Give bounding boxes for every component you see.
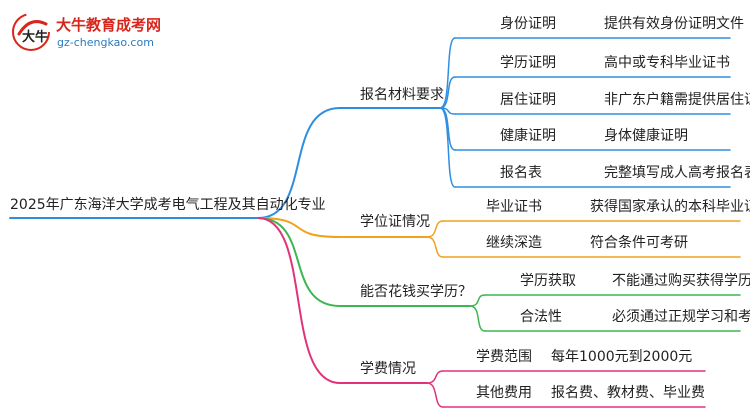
branch-label: 学位证情况 — [360, 214, 430, 230]
branch-label: 学费情况 — [360, 361, 416, 377]
item-detail: 报名费、教材费、毕业费 — [551, 385, 705, 401]
item-label: 身份证明 — [500, 16, 556, 32]
item-connector — [469, 305, 486, 332]
branch-label: 能否花钱买学历？ — [360, 284, 472, 300]
item-label: 继续深造 — [486, 235, 542, 251]
branch-connector — [257, 217, 341, 238]
item-label: 其他费用 — [476, 385, 532, 401]
branch-label: 报名材料要求 — [360, 87, 444, 103]
item-label: 学历证明 — [500, 55, 556, 71]
item-detail: 高中或专科毕业证书 — [604, 55, 730, 71]
item-connector — [426, 236, 444, 258]
item-detail: 身体健康证明 — [604, 128, 688, 144]
item-label: 报名表 — [500, 165, 542, 181]
branch-connector — [257, 217, 341, 384]
item-connector — [426, 382, 444, 408]
logo-mark-text: 大牛 — [22, 29, 48, 45]
item-connector — [439, 107, 456, 188]
item-detail: 提供有效身份证明文件 — [604, 16, 744, 32]
mindmap-root: 2025年广东海洋大学成考电气工程及其自动化专业 — [10, 197, 326, 213]
branch-connector — [257, 107, 341, 219]
item-connector — [426, 220, 444, 238]
item-connector — [439, 76, 456, 109]
item-detail: 每年1000元到2000元 — [551, 349, 693, 365]
branch-connector — [257, 217, 341, 307]
item-detail: 符合条件可考研 — [590, 235, 688, 251]
item-detail: 非广东户籍需提供居住证 — [604, 92, 750, 108]
item-detail: 不能通过购买获得学历 — [612, 273, 750, 289]
item-label: 合法性 — [520, 309, 562, 325]
logo-title: 大牛教育成考网 — [56, 16, 162, 34]
item-label: 毕业证书 — [486, 199, 542, 215]
logo-url: gz-chengkao.com — [57, 36, 154, 49]
item-detail: 必须通过正规学习和考试 — [612, 309, 750, 325]
item-label: 健康证明 — [500, 128, 556, 144]
item-connector — [426, 370, 444, 384]
item-detail: 完整填写成人高考报名表 — [604, 165, 750, 181]
item-label: 居住证明 — [500, 92, 556, 108]
item-detail: 获得国家承认的本科毕业证书 — [590, 199, 750, 215]
site-logo: 大牛 大牛教育成考网 gz-chengkao.com — [10, 10, 180, 54]
item-label: 学费范围 — [476, 349, 532, 365]
item-connector — [439, 37, 456, 109]
item-connector — [469, 294, 486, 307]
item-label: 学历获取 — [520, 273, 576, 289]
logo-mark-icon: 大牛 — [12, 13, 50, 51]
